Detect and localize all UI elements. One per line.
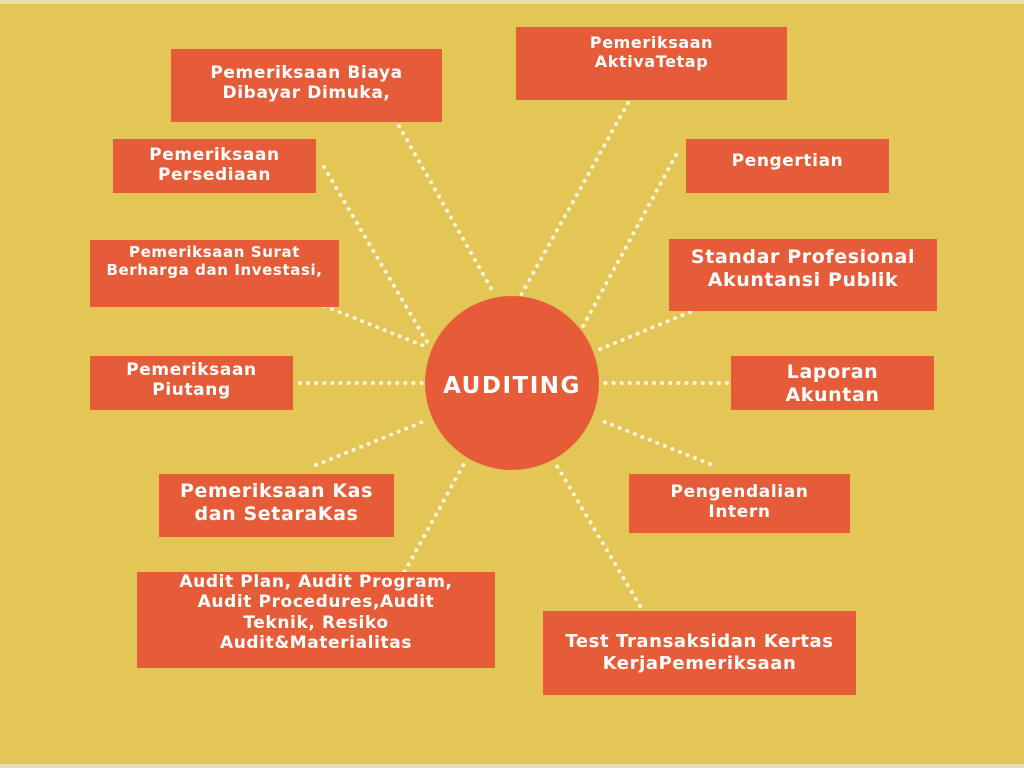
node-label-line: Standar Profesional [690, 246, 916, 268]
node-label-line: Pemeriksaan [126, 360, 257, 380]
connector-pengertian [579, 153, 678, 332]
node-label-line: Akuntan [785, 383, 880, 406]
connector-aktiva-tetap [519, 101, 630, 297]
node-label-line: Laporan [786, 361, 879, 383]
connector-audit-plan [387, 458, 468, 602]
connector-biaya-dibayar-dimuka [389, 110, 494, 292]
connector-test-transaksi [555, 464, 642, 608]
node-label-line: Audit Plan, Audit Program, [179, 572, 453, 592]
top-border [0, 0, 1024, 4]
node-label-line: Pemeriksaan Surat [129, 243, 300, 261]
node-label-line: Pengertian [731, 151, 844, 171]
node-label-line: Dibayar Dimuka, [222, 83, 391, 104]
bottom-border [0, 764, 1024, 768]
connector-surat-berharga [315, 301, 426, 348]
node-label-line: AktivaTetap [594, 52, 709, 72]
node-label-line: Audit&Materialitas [219, 633, 413, 654]
node-label-line: Pengendalian [670, 482, 809, 502]
connector-persediaan [322, 165, 429, 344]
node-label-line: Persediaan [157, 165, 272, 186]
connector-pengendalian-intern [598, 418, 712, 466]
node-label-line: Audit Procedures,Audit [197, 592, 435, 613]
node-label-line: Akuntansi Publik [707, 268, 899, 291]
node-label-line: Pemeriksaan Biaya [210, 63, 403, 83]
node-label-line: Teknik, Resiko [243, 612, 389, 633]
center-label: AUDITING [443, 373, 581, 399]
node-label-line: Berharga dan Investasi, [106, 261, 323, 279]
node-label-line: Pemeriksaan [149, 145, 280, 165]
node-pengertian: Pengertian [686, 139, 889, 193]
node-label-line: Pemeriksaan [589, 33, 714, 52]
node-label-line: Test Transaksidan Kertas [565, 631, 834, 652]
node-label-line: dan SetaraKas [194, 502, 359, 525]
center-node-auditing: AUDITING [425, 296, 599, 470]
node-audit-plan: Audit Plan, Audit Program,Audit Procedur… [137, 572, 495, 668]
node-label-line: Intern [708, 502, 771, 523]
node-label-line: KerjaPemeriksaan [602, 652, 797, 674]
connector-kas-setara-kas [314, 419, 427, 467]
node-label-line: Piutang [152, 380, 231, 401]
connector-standar-profesional [596, 310, 692, 352]
node-label-line: Pemeriksaan Kas [180, 480, 373, 502]
